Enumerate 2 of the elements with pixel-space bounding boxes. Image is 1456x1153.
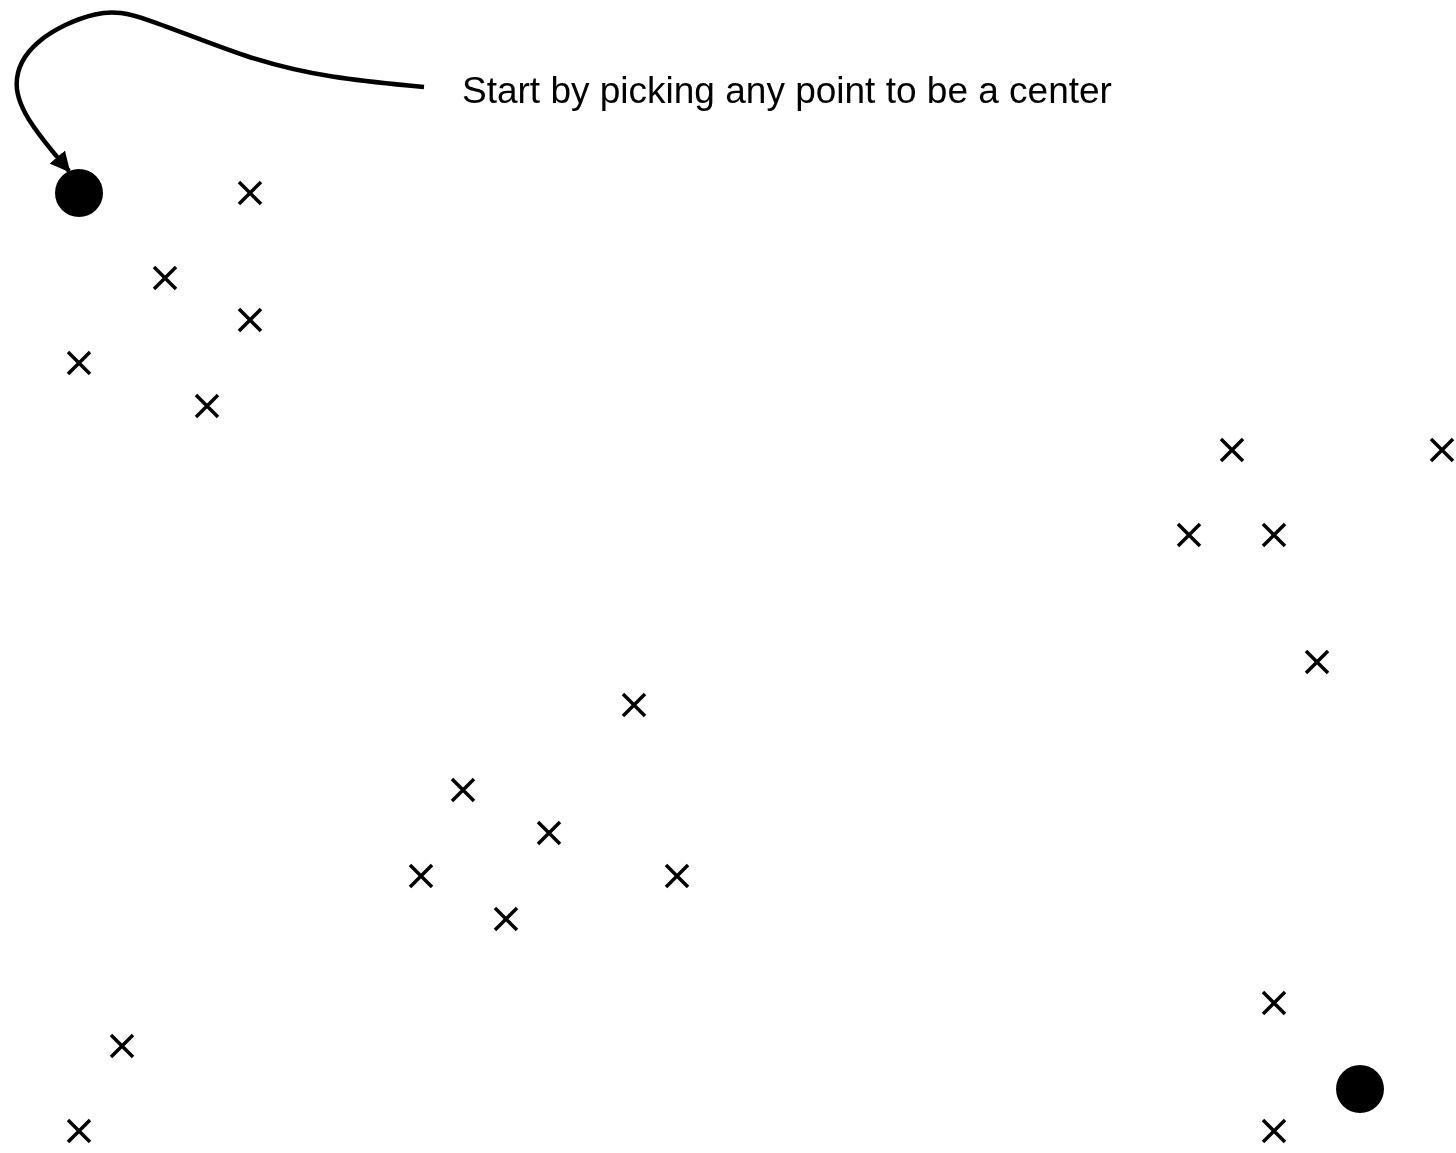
curved-arrow [14, 10, 425, 173]
annotation-text: Start by picking any point to be a center [462, 70, 1113, 113]
